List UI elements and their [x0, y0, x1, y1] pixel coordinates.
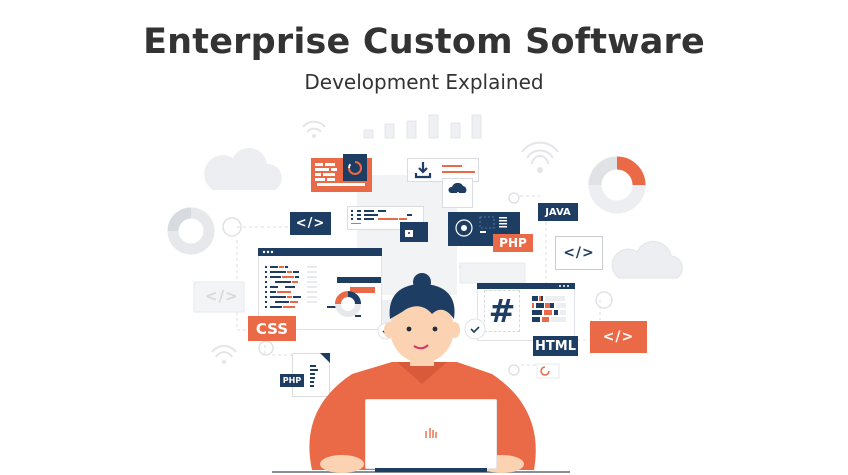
- check-bubble-icon: [464, 318, 486, 340]
- html-label: HTML: [533, 336, 578, 356]
- code-bubble-outline: </>: [555, 236, 603, 270]
- code-bubble-navy: </>: [290, 212, 331, 235]
- refresh-icon: [348, 161, 362, 175]
- list-lines-icon: [315, 163, 337, 181]
- download-line-1: [442, 165, 462, 167]
- php-document-lines: [310, 365, 318, 387]
- document-corner: [320, 353, 330, 363]
- code-editor-lines: [265, 266, 381, 317]
- laptop-logo-icon: [425, 428, 437, 438]
- download-icon: [414, 162, 432, 179]
- page-subtitle: Development Explained: [304, 70, 544, 94]
- page-title: Enterprise Custom Software: [143, 22, 705, 62]
- orange-window-bar: [317, 183, 365, 186]
- php-panel-lines: [479, 216, 507, 233]
- code-bubble-orange: </>: [590, 321, 647, 353]
- php-small-label: PHP: [280, 374, 304, 387]
- css-label: CSS: [248, 316, 296, 341]
- window-dots-icon: [262, 250, 274, 254]
- code-editor-titlebar: [258, 248, 382, 256]
- php-panel-label: PHP: [493, 234, 533, 252]
- code-tag-faded-left: </>: [205, 287, 239, 305]
- download-line-2: [442, 171, 475, 173]
- java-label: JAVA: [538, 203, 578, 221]
- hash-icon: #: [484, 290, 520, 332]
- laptop-base: [375, 468, 487, 472]
- code-lines: [351, 210, 412, 224]
- donut-chart-icon: [335, 291, 361, 317]
- cloud-download-icon: [448, 182, 467, 202]
- disk-icon: [455, 219, 473, 237]
- lock-panel: [400, 222, 428, 242]
- lock-icon: [405, 230, 413, 237]
- window-dots-icon: [559, 285, 569, 287]
- html-window-titlebar: [477, 283, 575, 289]
- html-window-blocks: [532, 296, 566, 322]
- refresh-panel: [343, 154, 367, 181]
